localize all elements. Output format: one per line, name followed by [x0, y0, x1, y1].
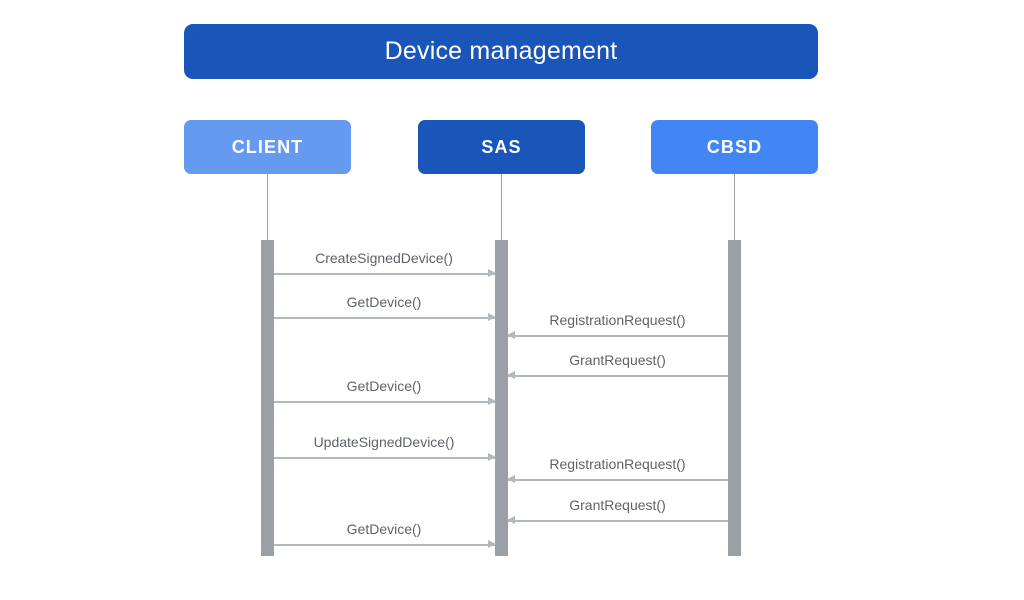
message-label: GetDevice() — [346, 521, 422, 537]
lifeline-sas — [501, 174, 502, 240]
message-line — [507, 520, 728, 522]
arrow-head-right-icon — [487, 453, 496, 461]
arrow-head-right-icon — [487, 540, 496, 548]
lifeline-client — [267, 174, 268, 240]
message-line — [273, 457, 495, 459]
arrow-head-left-icon — [506, 331, 515, 339]
activation-bar-cbsd[interactable] — [727, 240, 741, 556]
message-label: UpdateSignedDevice() — [313, 434, 455, 450]
message-line — [273, 273, 495, 275]
lifeline-cbsd — [734, 174, 735, 240]
message-label: CreateSignedDevice() — [315, 250, 453, 266]
message-label: GetDevice() — [346, 378, 422, 394]
arrow-head-right-icon — [487, 397, 496, 405]
diagram-title-bar: Device management — [184, 24, 818, 79]
arrow-head-left-icon — [506, 516, 515, 524]
message-line — [273, 317, 495, 319]
message-label: RegistrationRequest() — [549, 456, 686, 472]
participant-label-cbsd: CBSD — [706, 136, 763, 157]
message-label: RegistrationRequest() — [549, 312, 686, 328]
message-line — [273, 401, 495, 403]
arrow-head-left-icon — [506, 475, 515, 483]
message-line — [273, 544, 495, 546]
arrow-head-right-icon — [487, 313, 496, 321]
message-line — [507, 479, 728, 481]
arrow-head-right-icon — [487, 269, 496, 277]
activation-bar-sas[interactable] — [494, 240, 508, 556]
message-label: GrantRequest() — [569, 352, 666, 368]
page-title: Device management — [384, 37, 618, 65]
arrow-head-left-icon — [506, 371, 515, 379]
message-line — [507, 375, 728, 377]
participant-header-sas[interactable]: SAS — [418, 120, 585, 174]
participant-label-client: CLIENT — [231, 136, 304, 157]
participant-label-sas: SAS — [481, 136, 522, 157]
message-label: GetDevice() — [346, 294, 422, 310]
message-label: GrantRequest() — [569, 497, 666, 513]
participant-header-client[interactable]: CLIENT — [184, 120, 351, 174]
message-line — [507, 335, 728, 337]
activation-bar-client[interactable] — [260, 240, 274, 556]
participant-header-cbsd[interactable]: CBSD — [651, 120, 818, 174]
